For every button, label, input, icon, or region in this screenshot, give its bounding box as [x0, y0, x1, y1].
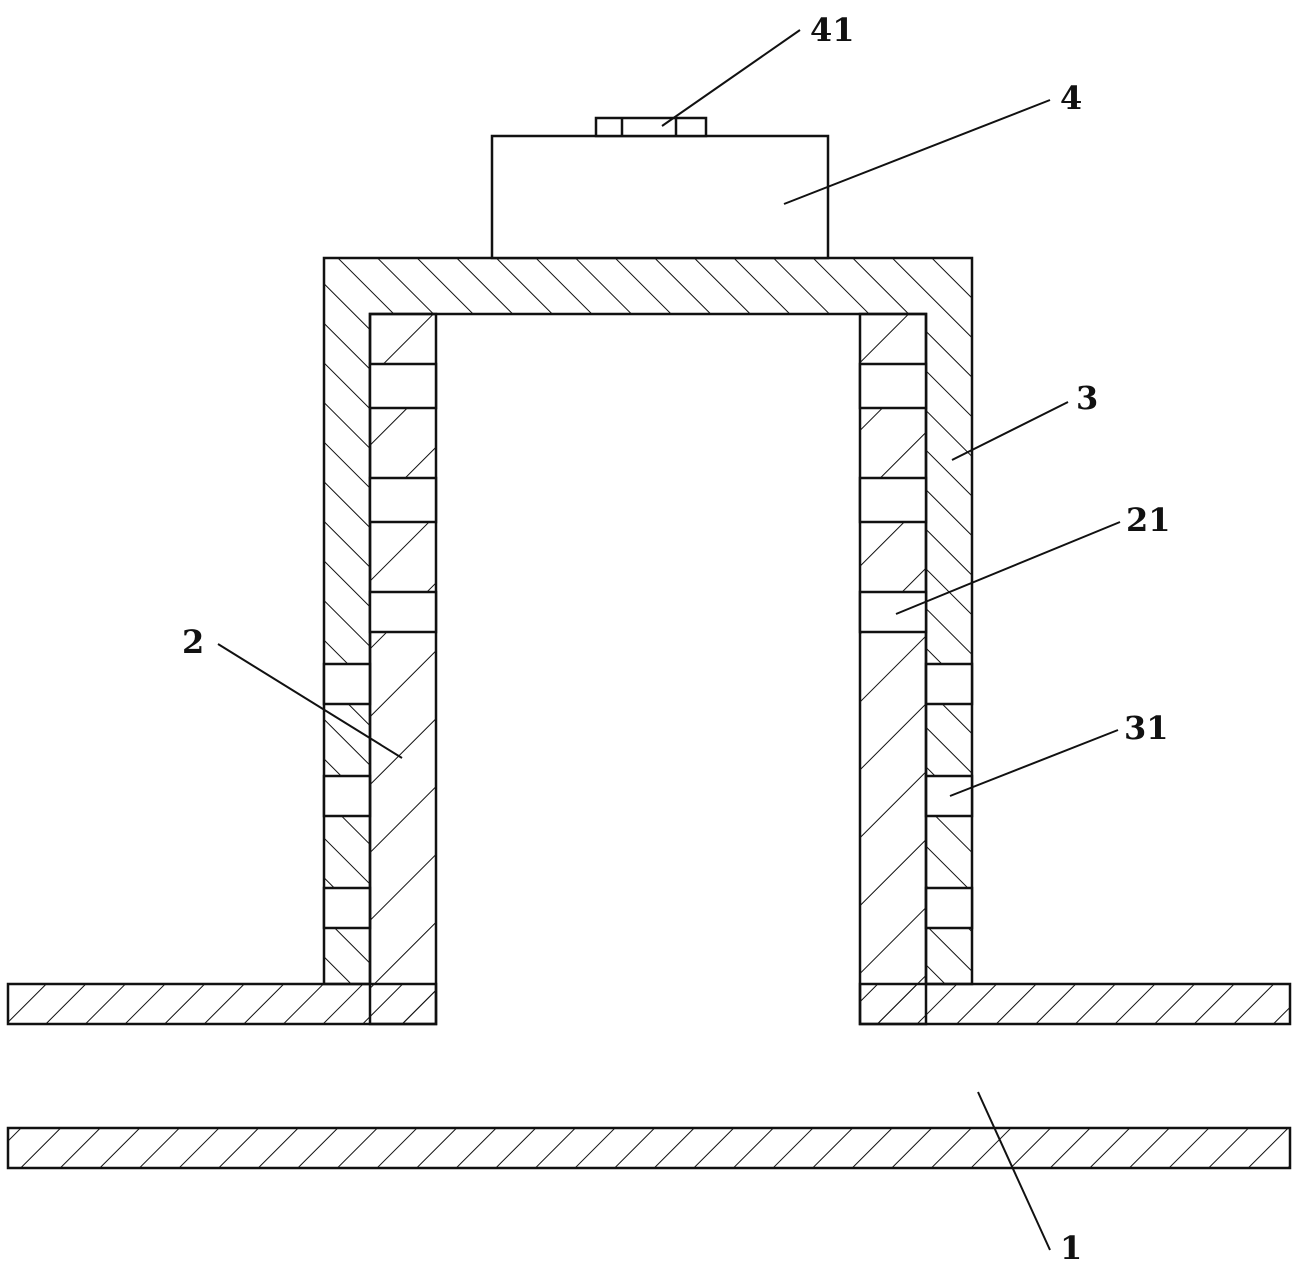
leader-1: [977, 1091, 1051, 1251]
pipe-upper-wall-left: [6, 982, 438, 1026]
inner-hole: [858, 590, 928, 634]
label-4: 4: [1060, 79, 1083, 117]
inner-hole: [858, 362, 928, 410]
leader-3: [951, 401, 1069, 461]
leader-41: [661, 29, 801, 127]
casing-opening: [924, 774, 974, 818]
knob-41: [594, 116, 708, 138]
block-body: [490, 134, 830, 260]
label-41: 41: [810, 11, 855, 49]
casing-opening: [924, 886, 974, 930]
top-block-4: [490, 116, 830, 260]
inner-wall-right: [858, 312, 928, 1026]
pipe-1: [6, 982, 1292, 1170]
label-2: 2: [182, 623, 205, 661]
inner-hole: [368, 590, 438, 634]
leader-lines: [217, 29, 1121, 1251]
inner-hole: [368, 362, 438, 410]
casing-opening: [322, 662, 372, 706]
label-1: 1: [1060, 1229, 1083, 1267]
casing-opening: [322, 886, 372, 930]
leader-21: [895, 521, 1121, 615]
inner-tube-2: [368, 312, 928, 1026]
label-31: 31: [1124, 709, 1169, 747]
label-3: 3: [1076, 379, 1099, 417]
leader-4: [783, 99, 1051, 205]
leader-31: [949, 729, 1119, 797]
pipe-lower-wall: [6, 1126, 1292, 1170]
label-21: 21: [1126, 501, 1171, 539]
casing-opening: [322, 774, 372, 818]
leader-2: [217, 643, 403, 759]
inner-hole: [858, 476, 928, 524]
inner-wall-left: [368, 312, 438, 1026]
inner-hole: [368, 476, 438, 524]
pipe-upper-wall-right: [858, 982, 1292, 1026]
casing-opening: [924, 662, 974, 706]
